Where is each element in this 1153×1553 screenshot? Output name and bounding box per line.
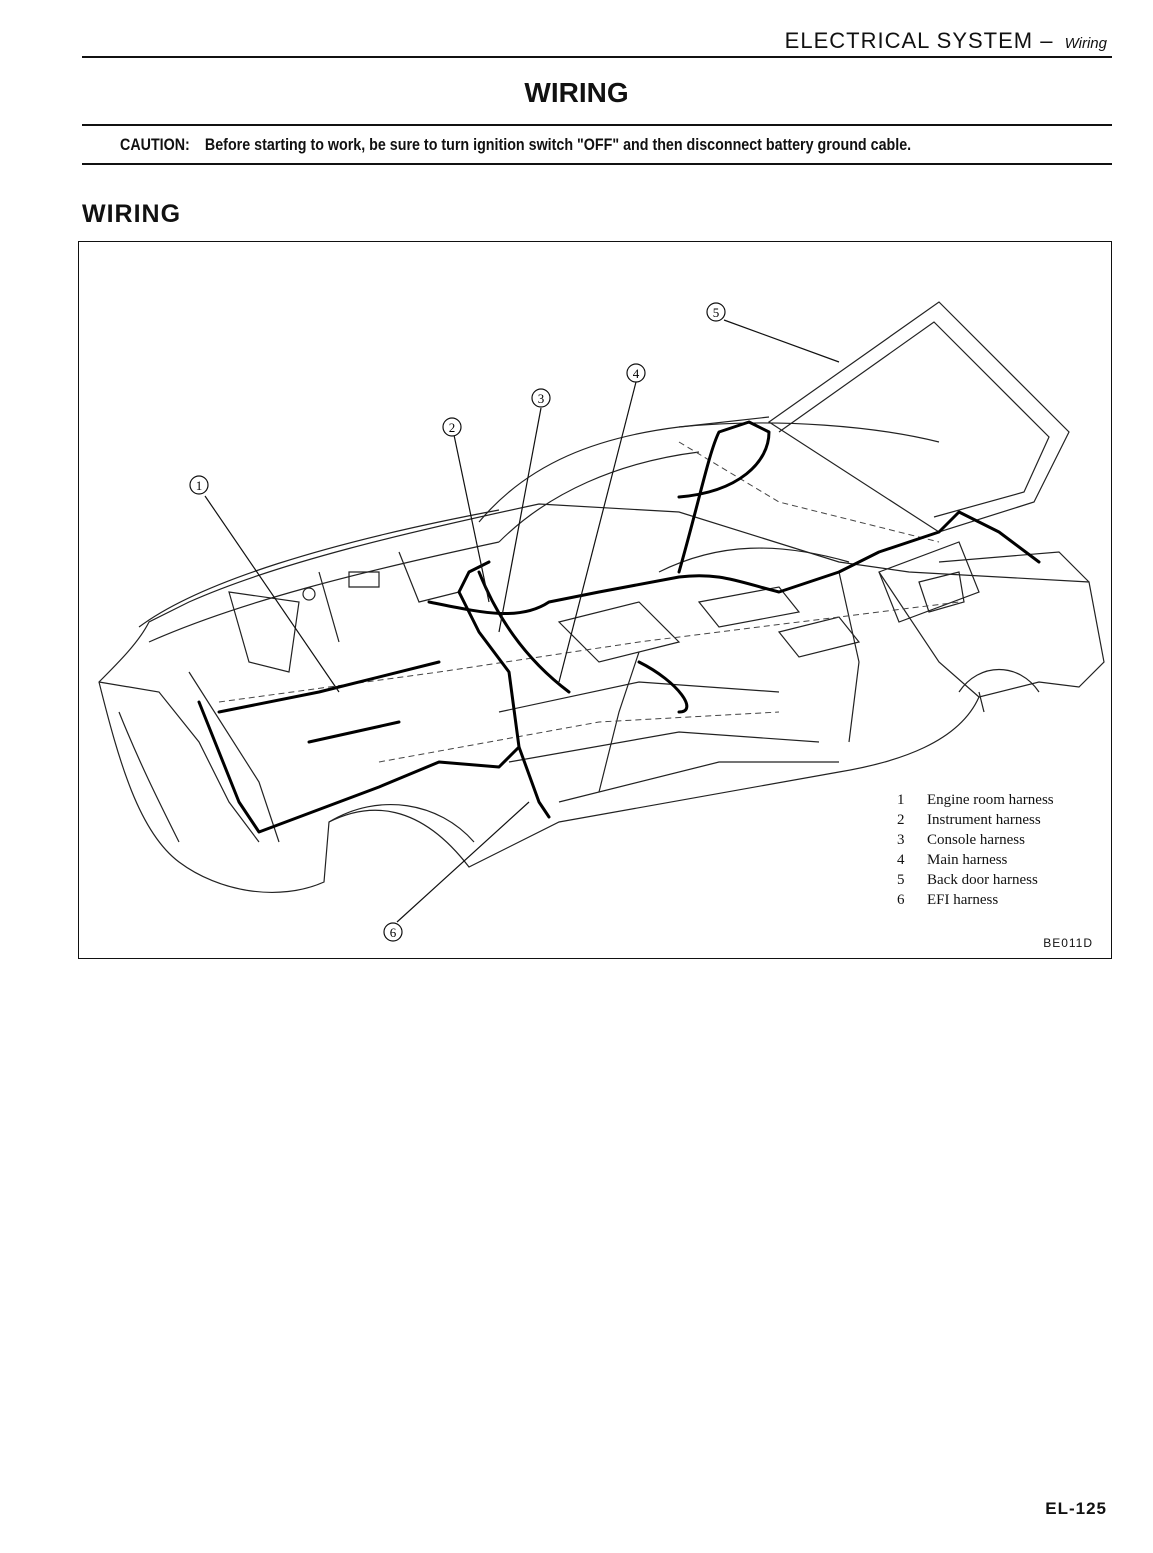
engine-room-harness-path xyxy=(197,560,521,834)
callout-markers: 1 2 3 4 5 6 xyxy=(189,302,726,942)
page-title: WIRING xyxy=(524,77,629,108)
wiring-harnesses xyxy=(197,420,1041,834)
caution-text: Before starting to work, be sure to turn… xyxy=(204,135,912,154)
svg-text:2: 2 xyxy=(449,420,456,435)
header-subsection: Wiring xyxy=(1064,35,1107,52)
legend-item: 4 Main harness xyxy=(897,850,1054,870)
legend-label: EFI harness xyxy=(927,892,999,908)
legend-number: 1 xyxy=(897,792,905,808)
efi-harness-path xyxy=(517,745,551,819)
svg-text:4: 4 xyxy=(633,366,640,381)
caution-top-rule xyxy=(82,124,1112,126)
main-harness-path xyxy=(427,510,1041,616)
legend-item: 5 Back door harness xyxy=(897,870,1054,890)
legend-label: Engine room harness xyxy=(927,792,1054,808)
legend-item: 6 EFI harness xyxy=(897,890,1054,910)
callout-5: 5 xyxy=(706,302,726,322)
leader-lines xyxy=(204,319,840,923)
legend-item: 3 Console harness xyxy=(897,830,1054,850)
caution-bottom-rule xyxy=(82,163,1112,165)
back-door-harness-path xyxy=(677,420,771,574)
car-wiring-illustration: 1 2 3 4 5 6 xyxy=(98,301,1105,942)
callout-2: 2 xyxy=(442,417,462,437)
callout-3: 3 xyxy=(531,388,551,408)
header-section: ELECTRICAL SYSTEM xyxy=(784,28,1034,53)
section-title: WIRING xyxy=(82,200,182,228)
figure-code: BE011D xyxy=(1043,936,1093,950)
instrument-harness-path xyxy=(477,570,571,694)
console-harness-path xyxy=(637,660,689,714)
caution-label: CAUTION: xyxy=(120,135,190,154)
legend-label: Back door harness xyxy=(927,872,1038,888)
legend-label: Console harness xyxy=(927,832,1025,848)
caution-note: CAUTION: Before starting to work, be sure… xyxy=(120,135,911,155)
callout-1: 1 xyxy=(189,475,209,495)
legend-item: 1 Engine room harness xyxy=(897,790,1054,810)
header-rule xyxy=(82,56,1112,58)
running-header: ELECTRICAL SYSTEM – Wiring xyxy=(785,28,1107,54)
legend-number: 6 xyxy=(897,892,905,908)
header-separator: – xyxy=(1040,28,1054,53)
engine-harness-branch-2 xyxy=(307,720,401,744)
callout-4: 4 xyxy=(626,363,646,383)
legend-number: 3 xyxy=(897,832,905,848)
legend-number: 5 xyxy=(897,872,905,888)
svg-text:1: 1 xyxy=(196,478,203,493)
legend-item: 2 Instrument harness xyxy=(897,810,1054,830)
callout-6: 6 xyxy=(383,922,403,942)
legend-label: Main harness xyxy=(927,852,1008,868)
svg-text:6: 6 xyxy=(390,925,397,940)
svg-text:3: 3 xyxy=(538,391,545,406)
legend-number: 4 xyxy=(897,852,905,868)
hidden-lines xyxy=(218,441,960,763)
page-number: EL-125 xyxy=(1045,1499,1107,1518)
legend-number: 2 xyxy=(897,812,905,828)
harness-legend: 1 Engine room harness 2 Instrument harness… xyxy=(897,790,1054,910)
engine-harness-branch xyxy=(217,660,441,714)
legend-label: Instrument harness xyxy=(927,812,1041,828)
svg-text:5: 5 xyxy=(713,305,720,320)
